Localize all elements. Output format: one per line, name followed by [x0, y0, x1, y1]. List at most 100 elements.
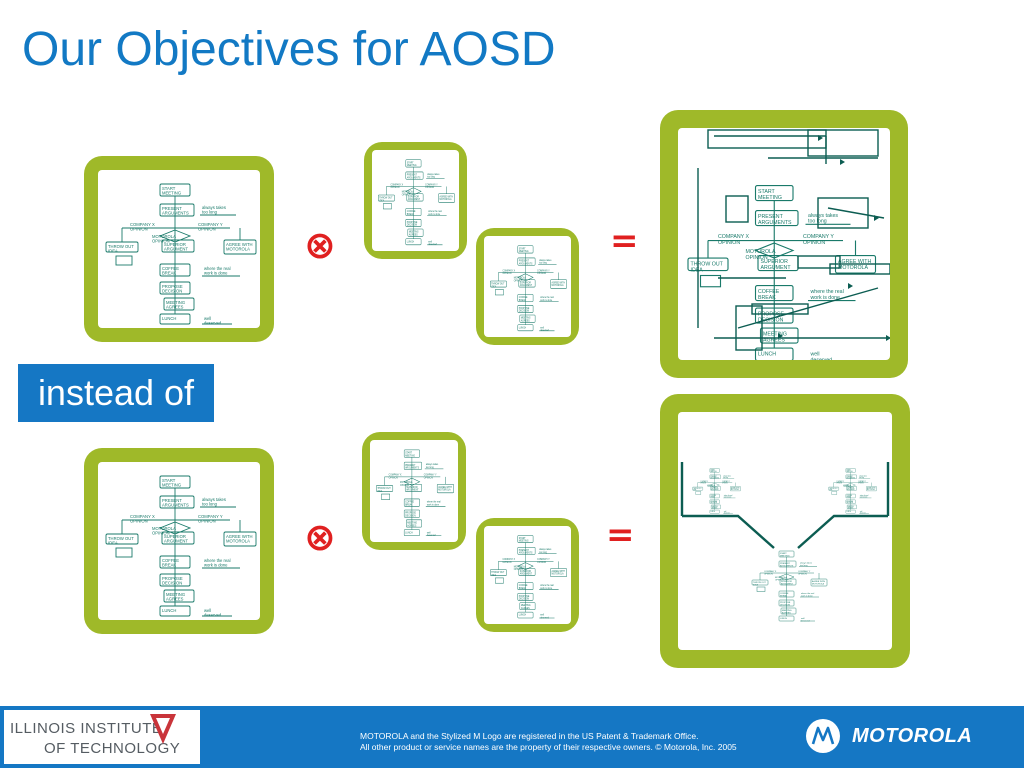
propose-node-line2: DECISION: [162, 289, 182, 294]
start-node-line2: MEETING: [519, 541, 529, 543]
company-x-label-line2: OPINION: [130, 519, 148, 524]
meeting-agrees-node-line1: MEETING: [521, 605, 531, 607]
superior-node-line2: ARGUMENT: [520, 284, 533, 287]
tangle-arrow-3: [848, 283, 853, 289]
throw-out-node-line2: IDEA: [491, 285, 496, 288]
present-node: [159, 495, 195, 509]
coffee-note-line2: work is done: [204, 271, 228, 276]
start-node-line1: START: [405, 451, 412, 454]
legal-notice: MOTOROLA and the Stylized M Logo are reg…: [360, 731, 737, 753]
propose-node-line2: DECISION: [407, 225, 418, 227]
coffee-node-line2: BREAK: [405, 503, 413, 506]
throw-out-node: [828, 486, 839, 491]
motorola-label-line1: MOTOROLA: [402, 190, 415, 193]
present-node: [159, 203, 195, 217]
lunch-node-text: LUNCH: [405, 531, 413, 534]
agree-node-line1: AGREE WITH: [438, 486, 452, 489]
present-note-line2: too long: [800, 564, 808, 567]
start-node-line1: START: [780, 552, 787, 555]
present-node-line2: ARGUMENTS: [780, 564, 794, 567]
lunch-node-line1: LUNCH: [519, 327, 527, 329]
present-note-line1: always takes: [202, 205, 226, 210]
present-note-line2: too long: [427, 176, 435, 179]
motorola-label-line1: MOTOROLA: [746, 249, 776, 255]
lunch-node: [845, 509, 856, 514]
start-node-line2: MEETING: [162, 483, 181, 488]
throw-out-node-line2: IDEA: [377, 490, 382, 493]
present-node: [403, 461, 422, 470]
agree-node-line2: MOTOROLA: [439, 198, 452, 201]
lunch-node-line1: LUNCH: [519, 615, 527, 617]
company-y-label-line1: COMPANY Y: [537, 269, 550, 272]
coffee-node-line2: BREAK: [758, 295, 776, 301]
meeting-agrees-node-line1: MEETING: [166, 300, 185, 305]
superior-node: [846, 486, 857, 491]
motorola-label-line1: MOTOROLA: [775, 576, 787, 579]
coffee-node-line1: COFFEE: [780, 593, 789, 595]
agree-node-line1: AGREE WITH: [731, 486, 739, 489]
start-node-line2: MEETING: [710, 471, 716, 473]
present-node-line1: PRESENT: [162, 498, 182, 503]
superior-node-line1: SUPERIOR: [711, 487, 718, 489]
present-note-line2: too long: [202, 210, 218, 215]
present-note-line1: always takes: [426, 463, 439, 466]
propose-node-line1: PROPOSE: [780, 602, 791, 604]
throw-out-node-line2: IDEA: [691, 267, 704, 273]
coffee-node: [405, 208, 422, 216]
company-x-label-line1: COMPANY X: [764, 570, 777, 573]
equals-operator: =: [610, 221, 639, 261]
agree-node-line1: AGREE WITH: [226, 534, 253, 539]
start-node-line1: START: [162, 478, 176, 483]
superior-node: [779, 578, 797, 586]
company-x-label-line1: COMPANY X: [390, 183, 403, 186]
legal-line-2: All other product or service names are t…: [360, 742, 737, 752]
throw-out-node: [105, 241, 139, 253]
present-note-line1: always takes: [427, 173, 440, 176]
start-node-line2: MEETING: [758, 195, 782, 201]
meeting-agrees-node-line2: AGREES: [409, 233, 418, 236]
motorola-label-line2: OPINION: [514, 280, 523, 282]
company-y-label-line2: OPINION: [537, 273, 546, 275]
lunch-node-line1: LUNCH: [162, 608, 176, 613]
lunch-note-line1: well: [204, 608, 211, 613]
propose-node-line1: PROPOSE: [710, 501, 717, 503]
coffee-note-line1: where the real: [204, 266, 231, 271]
iit-logo-line1: ILLINOIS INSTITUTE: [10, 720, 163, 737]
propose-node: [778, 599, 795, 607]
propose-node-line2: DECISION: [780, 604, 791, 606]
superior-node: [518, 279, 536, 288]
meeting-agrees-node-line1: MEETING: [782, 610, 792, 612]
start-node-line1: START: [519, 247, 526, 250]
lunch-note-line1: well: [811, 352, 820, 358]
superior-node-line2: ARGUMENT: [761, 265, 792, 271]
decision-diamond: [158, 229, 192, 243]
present-note-line2: too long: [426, 466, 434, 469]
company-y-label-line2: OPINION: [803, 240, 825, 246]
propose-node-line2: DECISION: [758, 317, 784, 323]
coffee-node: [778, 590, 795, 598]
